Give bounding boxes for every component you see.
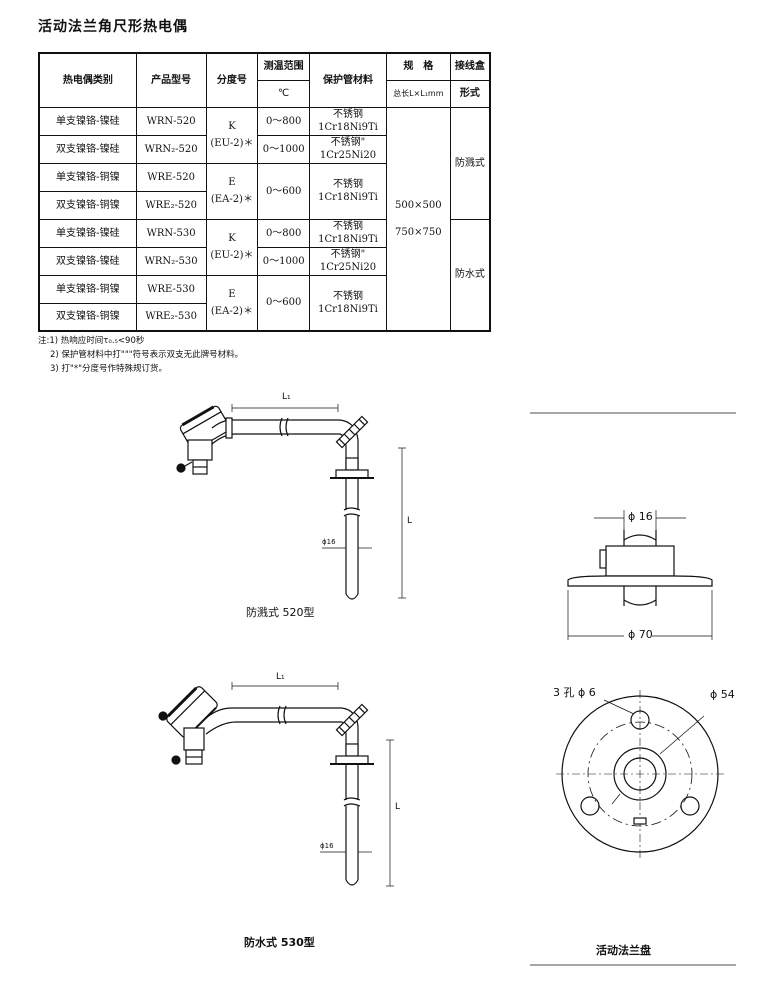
cell-type: 单支镍铬-镍硅 <box>38 218 137 248</box>
flange-top-view <box>556 690 724 860</box>
cell-model: WRE₂-530 <box>135 302 207 332</box>
dim-label-phi70: ϕ 70 <box>628 628 653 641</box>
material-name: 不锈钢" <box>330 249 366 260</box>
header-type: 热电偶类别 <box>38 52 137 108</box>
cell-graduation-e: E (EA-2)＊ <box>205 274 259 332</box>
note: 注:1) 热响应时间τ₀.₅<90秒 <box>38 336 145 346</box>
junction-box-head <box>179 405 231 451</box>
material-grade: 1Cr18Ni9Ti <box>318 192 378 203</box>
dim-label-holes: 3 孔 ϕ 6 <box>553 686 596 699</box>
cell-range: 0～600 <box>257 162 311 220</box>
dim-label-l1: L₁ <box>276 672 285 682</box>
spec-value: 500×500 <box>395 199 442 211</box>
grad-code: K <box>228 233 236 244</box>
dim-label-l: L <box>395 802 401 812</box>
material-grade: 1Cr18Ni9Ti <box>318 303 378 315</box>
spec-value: 750×750 <box>395 226 442 238</box>
cell-model: WRE-520 <box>135 162 207 192</box>
grad-old-code: (EA-2)＊ <box>210 305 253 317</box>
cell-box: 防溅式 <box>449 106 491 220</box>
material-grade: 1Cr18Ni9Ti <box>318 122 378 133</box>
flange-side-view <box>567 510 713 640</box>
material-name: 不锈钢 <box>332 221 363 232</box>
cell-box: 防水式 <box>449 218 491 332</box>
cell-type: 双支镍铬-铜镍 <box>38 190 137 220</box>
dim-label-l1: L₁ <box>282 392 291 402</box>
grad-code: K <box>228 121 236 132</box>
header-spec: 规 格 <box>385 52 451 81</box>
thermocouple-520-drawing <box>176 404 406 600</box>
material-name: 不锈钢 <box>332 290 363 302</box>
material-grade: 1Cr18Ni9Ti <box>318 234 378 245</box>
note: 2) 保护管材料中打"""符号表示双支无此牌号材料。 <box>50 350 244 360</box>
cell-model: WRN-520 <box>135 106 207 136</box>
material-name: 不锈钢 <box>332 179 363 190</box>
page-title: 活动法兰角尺形热电偶 <box>38 19 188 35</box>
junction-box-head <box>166 686 218 738</box>
cell-model: WRE-530 <box>135 274 207 304</box>
cell-graduation-k: K (EU-2)＊ <box>205 218 259 276</box>
caption-520: 防溅式 520型 <box>246 606 315 619</box>
note: 3) 打"*"分度号作特殊规订货。 <box>50 364 167 374</box>
thermocouple-530-drawing <box>158 682 394 887</box>
material-grade: 1Cr25Ni20 <box>319 262 377 273</box>
material-name: 不锈钢 <box>332 109 363 120</box>
cell-material: 不锈钢 1Cr18Ni9Ti <box>309 218 387 248</box>
cell-model: WRN₂-530 <box>135 246 207 276</box>
cell-material: 不锈钢" 1Cr25Ni20 <box>309 246 387 276</box>
cell-material: 不锈钢 1Cr18Ni9Ti <box>309 162 387 220</box>
cell-spec: 500×500 750×750 <box>385 106 451 332</box>
table-notes: 注:1) 热响应时间τ₀.₅<90秒 2) 保护管材料中打"""符号表示双支无此… <box>38 334 243 376</box>
cell-range: 0～800 <box>257 218 311 248</box>
dim-label-d16: ϕ16 <box>322 538 336 546</box>
grad-old-code: (EU-2)＊ <box>210 138 254 149</box>
dim-label-l: L <box>407 516 413 526</box>
cell-model: WRN-530 <box>135 218 207 248</box>
header-box: 接线盒 <box>449 52 491 81</box>
cell-material: 不锈钢 1Cr18Ni9Ti <box>309 274 387 332</box>
header-material: 保护管材料 <box>309 52 387 108</box>
spec-table: 热电偶类别 产品型号 分度号 测温范围 保护管材料 规 格 接线盒 ℃ 总长L×… <box>38 52 491 332</box>
cell-type: 双支镍铬-铜镍 <box>38 302 137 332</box>
header-range-unit: ℃ <box>257 79 311 108</box>
dim-label-d16: ϕ16 <box>320 842 334 850</box>
dim-label-phi54: ϕ 54 <box>710 688 735 701</box>
caption-530: 防水式 530型 <box>244 936 315 949</box>
caption-flange: 活动法兰盘 <box>596 944 651 957</box>
grad-code: E <box>228 288 236 300</box>
cell-range: 0～600 <box>257 274 311 332</box>
grad-old-code: (EU-2)＊ <box>210 250 254 261</box>
dim-label-phi16: ϕ 16 <box>628 510 653 523</box>
cell-material: 不锈钢 1Cr18Ni9Ti <box>309 106 387 136</box>
material-grade: 1Cr25Ni20 <box>319 150 377 161</box>
grad-code: E <box>228 177 236 188</box>
header-model: 产品型号 <box>135 52 207 108</box>
material-name: 不锈钢" <box>330 137 366 148</box>
grad-old-code: (EA-2)＊ <box>210 194 253 205</box>
